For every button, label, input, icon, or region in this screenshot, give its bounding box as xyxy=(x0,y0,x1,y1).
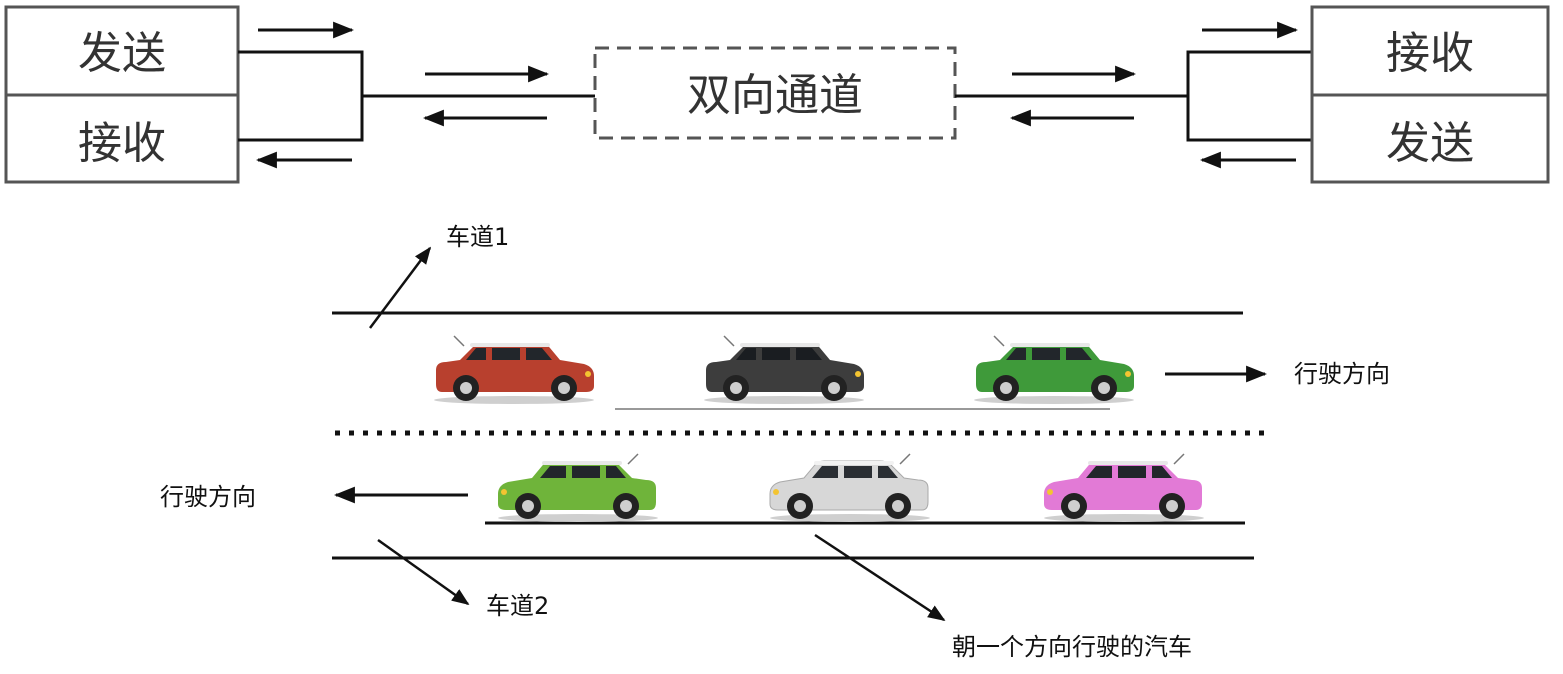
cars-caption-label: 朝一个方向行驶的汽车 xyxy=(952,633,1192,661)
car-green xyxy=(974,335,1134,404)
cars-caption-pointer-arrow xyxy=(814,533,946,622)
right-send-label: 发送 xyxy=(1386,118,1474,169)
car-pink xyxy=(1044,453,1204,522)
left-connector xyxy=(238,50,595,142)
left-device-box: 发送 接收 xyxy=(4,5,240,184)
car-red xyxy=(434,335,594,404)
right-receive-label: 接收 xyxy=(1386,28,1474,79)
direction-right-label: 行驶方向 xyxy=(1294,360,1390,388)
left-send-label: 发送 xyxy=(78,28,166,79)
lane2-pointer-arrow xyxy=(377,538,470,606)
car-body xyxy=(434,335,594,404)
left-receive-label: 接收 xyxy=(78,118,166,169)
direction-left-label: 行驶方向 xyxy=(160,483,256,511)
right-device-box: 接收 发送 xyxy=(1310,5,1550,184)
car-silver xyxy=(769,453,930,522)
channel-label: 双向通道 xyxy=(687,70,863,121)
lane2-label: 车道2 xyxy=(486,592,549,620)
bidirectional-channel: 双向通道 xyxy=(593,46,957,140)
lane1-pointer-arrow xyxy=(369,246,432,329)
right-connector xyxy=(955,50,1312,142)
lane1-label: 车道1 xyxy=(446,223,509,251)
car-lime xyxy=(498,453,658,522)
car-black xyxy=(704,335,864,404)
